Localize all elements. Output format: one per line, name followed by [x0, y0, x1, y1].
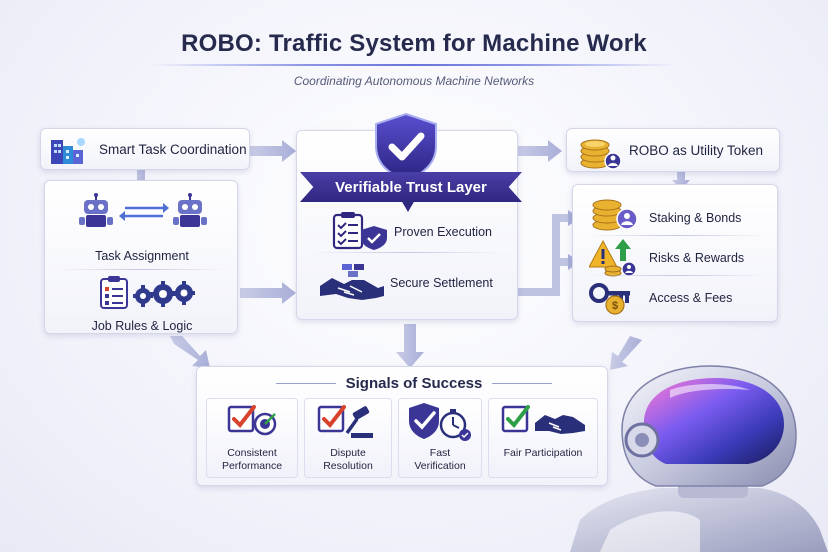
down-arrow-icon: [401, 200, 415, 212]
left-steps-panel: Task Assignment Job Rules & Logic: [44, 180, 238, 334]
arrow-left-lower-to-center: [240, 282, 296, 304]
check-gavel-icon: [317, 405, 373, 438]
proven-execution-label: Proven Execution: [394, 225, 492, 239]
page-subtitle: Coordinating Autonomous Machine Networks: [293, 74, 535, 88]
shield-stopwatch-icon: [409, 403, 471, 441]
arrow-right-to-signals: [610, 336, 642, 370]
robot-icon: [79, 193, 113, 227]
exchange-arrows-icon: [119, 203, 169, 221]
title-divider: [150, 64, 678, 66]
coins-person-icon: [592, 199, 638, 231]
step-divider: [587, 275, 767, 276]
step-divider: [57, 269, 227, 270]
arrow-left-to-center: [250, 140, 296, 162]
secure-settlement-label: Secure Settlement: [390, 276, 493, 290]
signal-label-line2: Resolution: [323, 460, 373, 472]
step-divider: [587, 235, 767, 236]
access-fees-label: Access & Fees: [649, 291, 733, 305]
gears-icon: [133, 281, 195, 307]
signals-of-success-title: Signals of Success: [208, 372, 620, 394]
signals-title-text: Signals of Success: [345, 374, 483, 392]
smart-task-coordination-label: Smart Task Coordination: [99, 142, 247, 157]
robot-helmet-illustration: [570, 365, 828, 552]
arrow-center-to-right: [516, 140, 562, 162]
signal-label-line1: Consistent: [227, 447, 277, 459]
arrow-center-to-right-lower: [516, 214, 572, 296]
signal-card: Fast Verification: [398, 398, 482, 478]
robot-icon: [173, 193, 207, 227]
check-handshake-icon: [501, 405, 585, 434]
verifiable-trust-layer-banner: Verifiable Trust Layer: [300, 172, 522, 202]
smart-task-coordination-header: Smart Task Coordination: [40, 128, 250, 170]
signal-label-line1: Dispute: [330, 447, 366, 459]
signal-label-line2: Verification: [414, 460, 466, 472]
handshake-icon: [320, 264, 384, 300]
signal-card: Dispute Resolution: [304, 398, 392, 478]
signal-label-line1: Fair Participation: [503, 447, 583, 459]
signal-card: Consistent Performance: [206, 398, 298, 478]
signal-card: Fair Participation: [488, 398, 598, 478]
page-title: ROBO: Traffic System for Machine Work: [181, 30, 647, 57]
risks-rewards-label: Risks & Rewards: [649, 251, 745, 265]
signal-label-line1: Fast: [429, 447, 451, 459]
staking-bonds-label: Staking & Bonds: [649, 211, 742, 225]
clipboard-shield-icon: [332, 212, 387, 250]
svg-text:$: $: [612, 300, 618, 312]
shield-check-icon: [375, 112, 437, 182]
check-target-icon: [227, 405, 277, 436]
task-assignment-label: Task Assignment: [95, 249, 189, 263]
job-rules-label: Job Rules & Logic: [91, 319, 193, 333]
buildings-icon: [51, 138, 85, 164]
arrow-center-to-signals: [396, 324, 424, 368]
key-coin-icon: $: [589, 283, 630, 315]
signal-label-line2: Performance: [221, 460, 283, 472]
step-divider: [312, 252, 502, 253]
arrow-left-to-signals: [170, 336, 210, 368]
utility-token-label: ROBO as Utility Token: [629, 143, 764, 158]
coin-stack-icon: [580, 139, 622, 170]
risk-reward-icon: [589, 239, 637, 277]
clipboard-checklist-icon: [100, 276, 128, 309]
token-features-panel: Staking & Bonds Risks & Rewards $ Access…: [572, 184, 778, 322]
utility-token-header: ROBO as Utility Token: [566, 128, 780, 172]
